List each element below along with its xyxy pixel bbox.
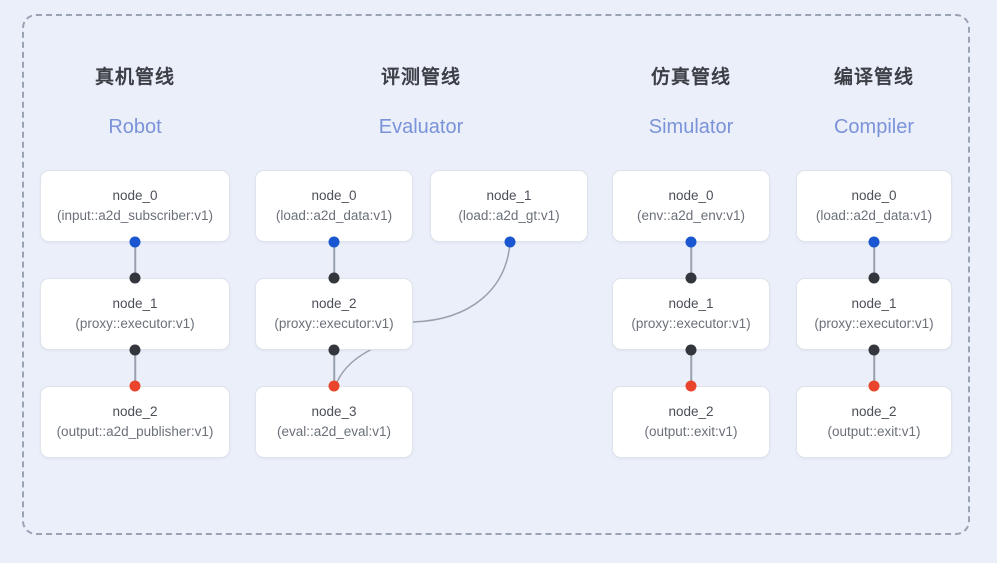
node-evaluator-2[interactable]: node_2 (proxy::executor:v1) <box>255 278 413 350</box>
edge-robot-1-2 <box>134 350 136 386</box>
port-dot-proxy-robot-1-out <box>129 344 141 356</box>
node-simulator-0[interactable]: node_0 (env::a2d_env:v1) <box>612 170 770 242</box>
port-dot-input-evaluator-1 <box>504 236 516 248</box>
node-name: node_1 <box>112 296 158 311</box>
node-name: node_1 <box>486 188 532 203</box>
port-dot-input-robot-0 <box>129 236 141 248</box>
node-name: node_1 <box>851 296 897 311</box>
node-compiler-0[interactable]: node_0 (load::a2d_data:v1) <box>796 170 952 242</box>
port-dot-output-simulator-2 <box>685 380 697 392</box>
port-dot-input-evaluator-0 <box>328 236 340 248</box>
node-name: node_0 <box>112 188 158 203</box>
port-dot-input-compiler-0 <box>868 236 880 248</box>
port-dot-proxy-robot-1-in <box>129 272 141 284</box>
node-name: node_0 <box>311 188 357 203</box>
node-spec: (load::a2d_data:v1) <box>275 208 393 223</box>
node-simulator-2[interactable]: node_2 (output::exit:v1) <box>612 386 770 458</box>
edge-compiler-1-2 <box>873 350 875 386</box>
node-robot-0[interactable]: node_0 (input::a2d_subscriber:v1) <box>40 170 230 242</box>
node-compiler-2[interactable]: node_2 (output::exit:v1) <box>796 386 952 458</box>
port-dot-proxy-simulator-1-out <box>685 344 697 356</box>
node-name: node_2 <box>311 296 357 311</box>
node-robot-2[interactable]: node_2 (output::a2d_publisher:v1) <box>40 386 230 458</box>
edge-evaluator-0-2 <box>333 242 335 278</box>
node-evaluator-3[interactable]: node_3 (eval::a2d_eval:v1) <box>255 386 413 458</box>
node-spec: (load::a2d_data:v1) <box>815 208 933 223</box>
node-spec: (output::a2d_publisher:v1) <box>56 424 214 439</box>
port-dot-output-robot-2 <box>129 380 141 392</box>
node-spec: (load::a2d_gt:v1) <box>458 208 560 223</box>
port-dot-output-compiler-2 <box>868 380 880 392</box>
node-spec: (env::a2d_env:v1) <box>636 208 746 223</box>
port-dot-proxy-evaluator-2-out <box>328 344 340 356</box>
node-spec: (proxy::executor:v1) <box>814 316 934 331</box>
node-name: node_3 <box>311 404 357 419</box>
port-dot-proxy-compiler-1-in <box>868 272 880 284</box>
edge-evaluator-2-3 <box>333 350 335 386</box>
node-spec: (eval::a2d_eval:v1) <box>276 424 392 439</box>
edge-robot-0-1 <box>134 242 136 278</box>
port-dot-output-evaluator-3 <box>328 380 340 392</box>
edge-simulator-0-1 <box>690 242 692 278</box>
port-dot-proxy-evaluator-2-in <box>328 272 340 284</box>
node-name: node_1 <box>668 296 714 311</box>
node-name: node_2 <box>112 404 158 419</box>
port-dot-proxy-simulator-1-in <box>685 272 697 284</box>
node-name: node_0 <box>668 188 714 203</box>
node-name: node_2 <box>851 404 897 419</box>
node-spec: (output::exit:v1) <box>827 424 921 439</box>
node-evaluator-0[interactable]: node_0 (load::a2d_data:v1) <box>255 170 413 242</box>
node-compiler-1[interactable]: node_1 (proxy::executor:v1) <box>796 278 952 350</box>
node-spec: (proxy::executor:v1) <box>274 316 394 331</box>
node-spec: (input::a2d_subscriber:v1) <box>56 208 214 223</box>
node-spec: (proxy::executor:v1) <box>75 316 195 331</box>
edge-compiler-0-1 <box>873 242 875 278</box>
port-dot-input-simulator-0 <box>685 236 697 248</box>
edge-simulator-1-2 <box>690 350 692 386</box>
port-dot-proxy-compiler-1-out <box>868 344 880 356</box>
node-evaluator-1[interactable]: node_1 (load::a2d_gt:v1) <box>430 170 588 242</box>
node-spec: (output::exit:v1) <box>644 424 738 439</box>
node-spec: (proxy::executor:v1) <box>631 316 751 331</box>
dashed-frame-border <box>22 14 970 535</box>
node-name: node_2 <box>668 404 714 419</box>
node-simulator-1[interactable]: node_1 (proxy::executor:v1) <box>612 278 770 350</box>
node-robot-1[interactable]: node_1 (proxy::executor:v1) <box>40 278 230 350</box>
node-name: node_0 <box>851 188 897 203</box>
